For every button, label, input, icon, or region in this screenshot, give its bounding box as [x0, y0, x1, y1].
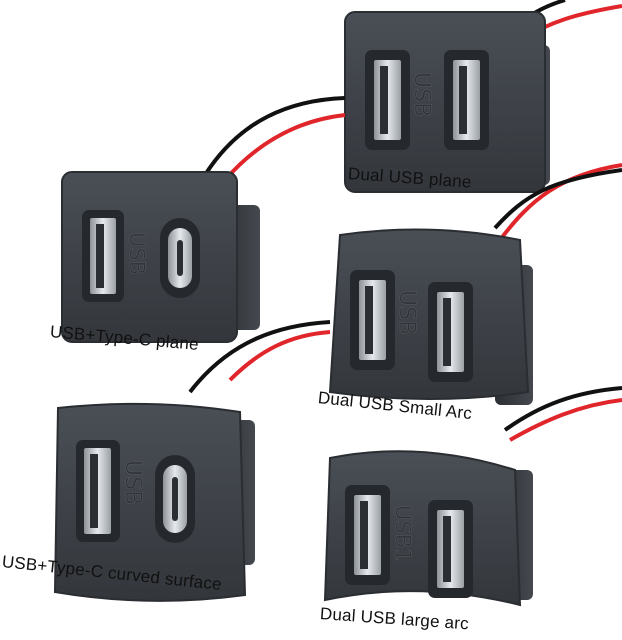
- black-wire: [188, 320, 331, 394]
- black-wire: [493, 168, 622, 230]
- port-tongue: [380, 66, 388, 134]
- port-tongue: [360, 501, 368, 569]
- red-wire: [228, 330, 331, 382]
- unit-usb-typec-plane: USB: [61, 96, 346, 343]
- unit-usb-typec-curved: USB: [53, 320, 331, 602]
- red-wire: [498, 163, 622, 242]
- port-tongue: [443, 516, 451, 582]
- red-wire: [223, 113, 346, 182]
- port-tongue: [172, 477, 178, 521]
- port-tongue: [459, 66, 467, 134]
- port-tongue: [90, 454, 98, 528]
- port-tongue: [443, 298, 451, 366]
- black-wire: [503, 386, 622, 432]
- unit-dual-usb-large-arc: USB1: [323, 386, 622, 607]
- unit-dual-usb-small-arc: USB: [328, 163, 622, 405]
- port-tongue: [96, 224, 104, 288]
- unit-dual-usb-plane: USB: [344, 0, 622, 193]
- red-wire: [509, 398, 622, 442]
- usb-logo: USB: [120, 460, 145, 505]
- usb-logo: USB: [409, 72, 434, 117]
- usb-logo: USB1: [391, 505, 415, 561]
- port-tongue: [177, 240, 183, 276]
- port-tongue: [365, 286, 373, 354]
- usb-logo: USB: [394, 290, 419, 335]
- black-wire: [203, 96, 346, 177]
- usb-logo: USB: [125, 232, 149, 275]
